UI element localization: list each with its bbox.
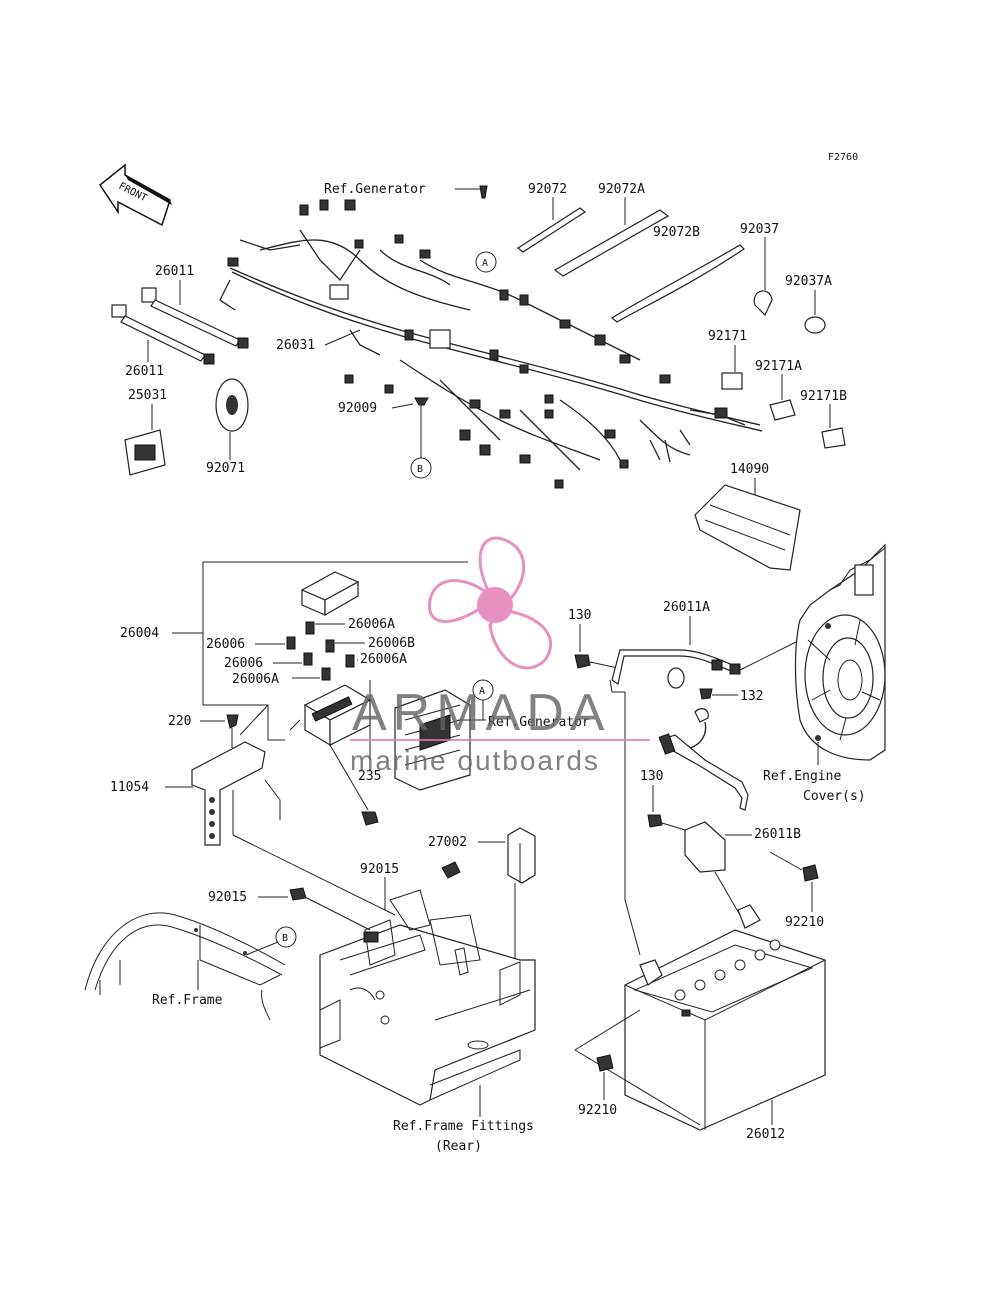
ref-frame-label: Ref.Frame bbox=[152, 993, 223, 1008]
svg-text:B: B bbox=[282, 933, 288, 944]
part-130-top-bolt bbox=[574, 654, 591, 669]
part-92072-cable-tie bbox=[516, 207, 587, 253]
reference-b-frame: B bbox=[275, 926, 297, 948]
fuse-26006a-3 bbox=[321, 667, 331, 681]
main-wiring-harness bbox=[219, 199, 763, 489]
part-235-label: 235 bbox=[358, 769, 381, 784]
part-25031-label: 25031 bbox=[128, 388, 167, 403]
part-26006b-label: 26006B bbox=[368, 636, 415, 651]
reference-b-top: B bbox=[410, 457, 432, 479]
part-92015-top-label: 92015 bbox=[360, 862, 399, 877]
part-26011b-label: 26011B bbox=[754, 827, 801, 842]
part-132-label: 132 bbox=[740, 689, 763, 704]
part-26031-label: 26031 bbox=[276, 338, 315, 353]
fuse-26006-1 bbox=[286, 636, 296, 650]
part-26006a-2-label: 26006A bbox=[360, 652, 407, 667]
part-92171b-label: 92171B bbox=[800, 389, 847, 404]
reference-a-top: A bbox=[475, 251, 497, 273]
part-27002-relay bbox=[507, 827, 536, 884]
part-92037-label: 92037 bbox=[740, 222, 779, 237]
part-92072b-label: 92072B bbox=[653, 225, 700, 240]
part-26011b-terminal-cover bbox=[684, 821, 726, 873]
frame-reference bbox=[84, 912, 286, 1021]
part-92015-left-label: 92015 bbox=[208, 890, 247, 905]
ref-engine-cover-label-line1: Ref.Engine bbox=[763, 769, 841, 784]
watermark-brand: ARMADA bbox=[352, 684, 610, 742]
part-26011a-cable bbox=[609, 649, 741, 693]
part-26006-2-label: 26006 bbox=[224, 656, 263, 671]
part-92072b-cable-tie bbox=[610, 244, 745, 323]
part-26011-cable-lower bbox=[111, 304, 215, 365]
ref-frame-fittings-label-line1: Ref.Frame Fittings bbox=[393, 1119, 534, 1134]
part-92037a-grommet bbox=[804, 316, 826, 334]
part-92210-bottom-nut bbox=[596, 1054, 614, 1072]
part-11054-label: 11054 bbox=[110, 780, 149, 795]
svg-text:A: A bbox=[479, 686, 485, 697]
part-92037a-label: 92037A bbox=[785, 274, 832, 289]
front-arrow-icon: FRONT bbox=[98, 163, 172, 227]
part-92072-label: 92072 bbox=[528, 182, 567, 197]
part-92171a-label: 92171A bbox=[755, 359, 802, 374]
part-92171a-clip bbox=[769, 399, 796, 421]
part-92037-clamp bbox=[753, 290, 773, 317]
part-130-mid-bolt bbox=[647, 814, 663, 828]
watermark: ARMADA marine outboards bbox=[350, 536, 650, 776]
part-92171-clip bbox=[721, 372, 743, 390]
part-92171-label: 92171 bbox=[708, 329, 747, 344]
part-26012-battery bbox=[624, 904, 826, 1131]
reference-a-mid: A bbox=[472, 679, 494, 701]
fuse-26006-2 bbox=[303, 652, 313, 666]
part-26006-1-label: 26006 bbox=[206, 637, 245, 652]
part-92210-right-label: 92210 bbox=[785, 915, 824, 930]
ref-generator-mid-label: Ref.Generator bbox=[488, 715, 590, 730]
fuse-26006a-1 bbox=[305, 621, 315, 635]
part-92009-label: 92009 bbox=[338, 401, 377, 416]
part-27002-label: 27002 bbox=[428, 835, 467, 850]
part-92071-label: 92071 bbox=[206, 461, 245, 476]
propeller-logo-icon bbox=[427, 536, 552, 670]
part-220-label: 220 bbox=[168, 714, 191, 729]
part-92210-right-nut bbox=[802, 864, 819, 882]
part-26006a-1-label: 26006A bbox=[348, 617, 395, 632]
svg-text:B: B bbox=[417, 464, 423, 475]
part-130-top-label: 130 bbox=[568, 608, 591, 623]
part-26004-label: 26004 bbox=[120, 626, 159, 641]
svg-text:A: A bbox=[482, 258, 488, 269]
part-14090-cover bbox=[694, 484, 801, 571]
battery-tray bbox=[319, 889, 536, 1106]
engine-cover-reference bbox=[794, 543, 886, 761]
part-26006a-3-label: 26006A bbox=[232, 672, 279, 687]
fuse-26006b bbox=[325, 639, 335, 653]
part-92072a-label: 92072A bbox=[598, 182, 645, 197]
part-26011-top-label: 26011 bbox=[155, 264, 194, 279]
part-11054-bracket bbox=[191, 741, 266, 846]
part-26012-label: 26012 bbox=[746, 1127, 785, 1142]
ref-frame-fittings-label-line2: (Rear) bbox=[435, 1139, 482, 1154]
figure-code: F2760 bbox=[828, 152, 858, 163]
part-92171b-clip bbox=[821, 427, 846, 449]
part-26011-bottom-label: 26011 bbox=[125, 364, 164, 379]
fuse-box bbox=[303, 684, 372, 747]
part-220-screw bbox=[226, 714, 239, 729]
part-14090-label: 14090 bbox=[730, 462, 769, 477]
part-26011a-label: 26011A bbox=[663, 600, 710, 615]
starter-cable bbox=[658, 708, 749, 811]
part-92009-screw bbox=[414, 397, 429, 406]
ref-generator-top-label: Ref.Generator bbox=[324, 182, 426, 197]
part-130-mid-label: 130 bbox=[640, 769, 663, 784]
part-92015-clip-a bbox=[441, 861, 461, 879]
part-92015-clip-b bbox=[289, 887, 307, 901]
ref-engine-cover-label-line2: Cover(s) bbox=[803, 789, 866, 804]
fuse-26006a-2 bbox=[345, 654, 355, 668]
part-92072a-cable-tie bbox=[553, 209, 670, 277]
part-132-bolt bbox=[699, 688, 713, 700]
watermark-tagline: marine outboards bbox=[350, 745, 600, 776]
part-235-nut bbox=[361, 811, 379, 826]
part-26011-cable-upper bbox=[141, 287, 249, 349]
part-92210-bottom-label: 92210 bbox=[578, 1103, 617, 1118]
